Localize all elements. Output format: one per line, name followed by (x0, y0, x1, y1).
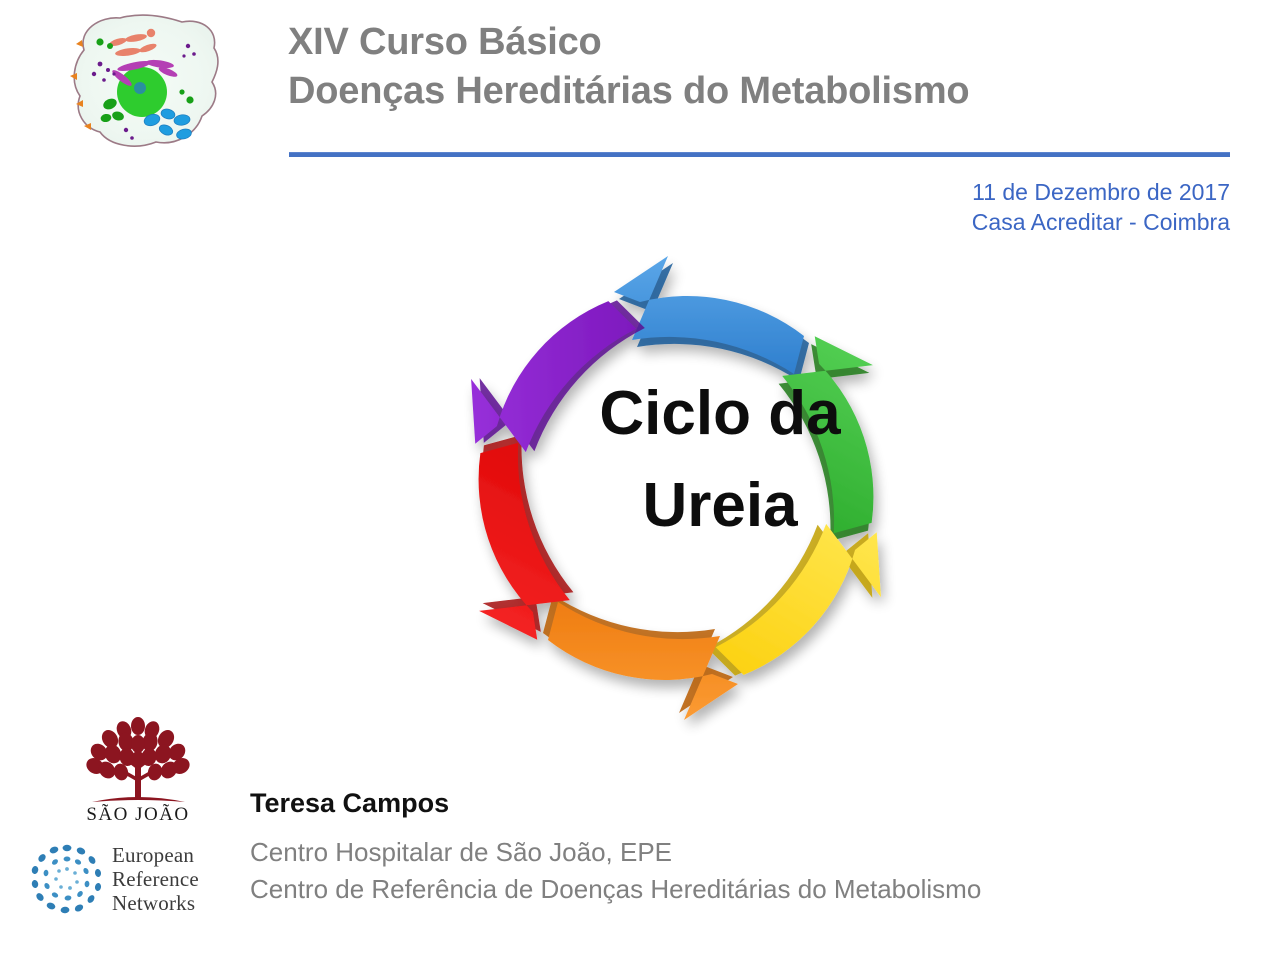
orange-arrow-segment (543, 595, 738, 720)
sao-joao-logo: SÃO JOÃO (66, 712, 211, 825)
ern-wordmark: European Reference Networks (112, 843, 199, 915)
european-reference-networks-logo: European Reference Networks (28, 838, 233, 920)
animal-cell-illustration (56, 8, 246, 163)
sao-joao-tree-icon: SÃO JOÃO (86, 717, 190, 825)
page-title-line-1: XIV Curso Básico (288, 21, 602, 63)
presenter-name: Teresa Campos (250, 788, 450, 818)
yellow-arrow-segment (707, 523, 881, 676)
green-arrow-segment (778, 336, 874, 542)
title-divider (289, 152, 1230, 157)
header-title-block: XIV Curso Básico Doenças Hereditárias do… (288, 18, 1238, 116)
event-venue: Casa Acreditar - Coimbra (971, 209, 1230, 235)
cell-svg (70, 14, 219, 147)
purple-arrow-segment (471, 300, 645, 453)
blue-arrow-segment (614, 256, 809, 381)
event-date-block: 11 de Dezembro de 2017 Casa Acreditar - … (530, 177, 1230, 237)
urea-cycle-diagram (318, 188, 1034, 788)
ern-word-line-3: Networks (112, 891, 196, 915)
ern-dot-spiral-icon (31, 844, 102, 914)
presenter-block: Teresa Campos Centro Hospitalar de São J… (250, 784, 1210, 908)
presenter-affiliation-line-2: Centro de Referência de Doenças Hereditá… (250, 874, 982, 904)
ern-word-line-1: European (112, 843, 195, 867)
red-arrow-segment (478, 434, 574, 640)
event-date: 11 de Dezembro de 2017 (972, 179, 1230, 205)
sao-joao-wordmark: SÃO JOÃO (86, 803, 189, 824)
ern-word-line-2: Reference (112, 867, 199, 891)
cycle-svg (471, 256, 881, 720)
presenter-affiliation-line-1: Centro Hospitalar de São João, EPE (250, 837, 673, 867)
page-title-line-2: Doenças Hereditárias do Metabolismo (288, 70, 970, 112)
